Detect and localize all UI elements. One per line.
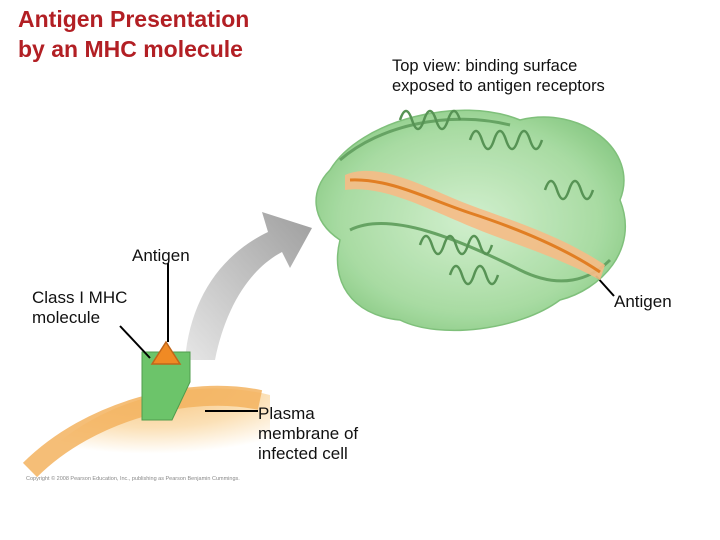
page-title: Antigen Presentation by an MHC molecule xyxy=(18,6,250,62)
plasma-membrane xyxy=(30,388,270,470)
copyright-notice: Copyright © 2008 Pearson Education, Inc.… xyxy=(26,476,240,482)
plasma-membrane-label: Plasma membrane of infected cell xyxy=(258,404,359,463)
antigen-triangle xyxy=(150,340,182,365)
curved-arrow xyxy=(185,212,312,360)
top-view-label: Top view: binding surface exposed to ant… xyxy=(392,57,605,95)
antigen-label-left: Antigen xyxy=(132,246,190,265)
mhc-top-view xyxy=(315,109,626,332)
antigen-label-right: Antigen xyxy=(614,292,672,311)
class1-mhc-molecule xyxy=(141,351,191,421)
class1-mhc-label: Class I MHC molecule xyxy=(32,288,128,327)
antigen-in-groove xyxy=(345,170,605,280)
